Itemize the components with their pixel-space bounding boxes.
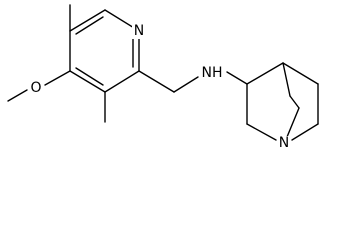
bond-c3-c2 — [104, 70, 140, 93]
bond-c2q-n1q — [246, 123, 277, 141]
bond-c4q-c5q — [282, 62, 319, 85]
atom-labels: N O NH N — [29, 23, 291, 151]
bond-c4-c3-double — [75, 67, 104, 86]
amine-nh-label: NH — [202, 65, 223, 81]
bond-c3q-c4q — [246, 62, 284, 85]
bond-c2-ch2 — [138, 70, 175, 93]
bond-c6-c5-double — [75, 16, 104, 35]
bond-o-methyl — [7, 89, 28, 102]
bridgehead-nitrogen-label: N — [279, 135, 289, 151]
bond-ch2-nh — [173, 76, 199, 93]
bond-nh-c3q — [226, 71, 248, 85]
pyridine-nitrogen-label: N — [134, 23, 144, 39]
quinuclidine-cage — [246, 62, 319, 141]
bond-c6-c5 — [69, 9, 106, 32]
bond-c4-o — [44, 70, 71, 86]
bond-c6q-n1q — [291, 123, 319, 141]
molecule-structure: N O NH N — [7, 4, 319, 151]
pyridine-ring — [69, 9, 140, 93]
bond-c7q-n1q — [286, 107, 300, 138]
bond-c4q-c8q — [282, 62, 291, 97]
bond-c8q-c7q — [289, 95, 300, 109]
bond-c4-c3 — [69, 70, 106, 93]
substituents — [7, 4, 248, 123]
methoxy-oxygen-label: O — [30, 80, 41, 96]
